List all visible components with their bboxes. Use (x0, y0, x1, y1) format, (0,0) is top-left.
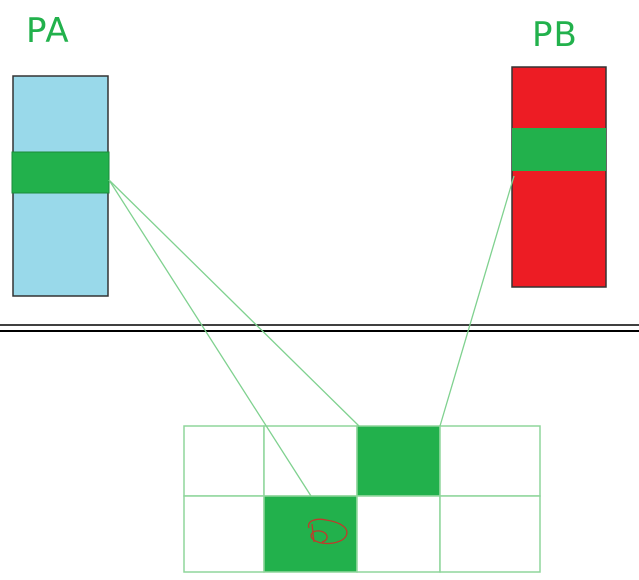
pa-label: PA (26, 11, 70, 51)
pb-bar (511, 66, 607, 288)
scribble-mark (307, 518, 348, 545)
connector-pb-2 (439, 175, 515, 427)
pa-bar (11, 75, 110, 297)
grid-cell-r0-c1 (263, 425, 358, 497)
grid-cell-r0-c2 (356, 425, 441, 497)
grid-cell-r1-c2 (356, 495, 441, 573)
pa-highlight-band (11, 151, 110, 194)
connector-lines (108, 175, 515, 497)
grid-cell-r0-c0 (183, 425, 265, 497)
connector-pa-0 (108, 179, 360, 427)
separator-line (0, 324, 639, 332)
grid (183, 425, 541, 573)
grid-cell-r1-c3 (439, 495, 541, 573)
pb-bar-body (511, 66, 607, 288)
grid-cell-r1-c0 (183, 495, 265, 573)
pb-highlight-band (512, 128, 606, 171)
grid-cell-r1-c1 (263, 495, 358, 573)
connector-pa-1 (108, 179, 312, 497)
grid-cell-r0-c3 (439, 425, 541, 497)
pb-label: PB (532, 15, 578, 55)
